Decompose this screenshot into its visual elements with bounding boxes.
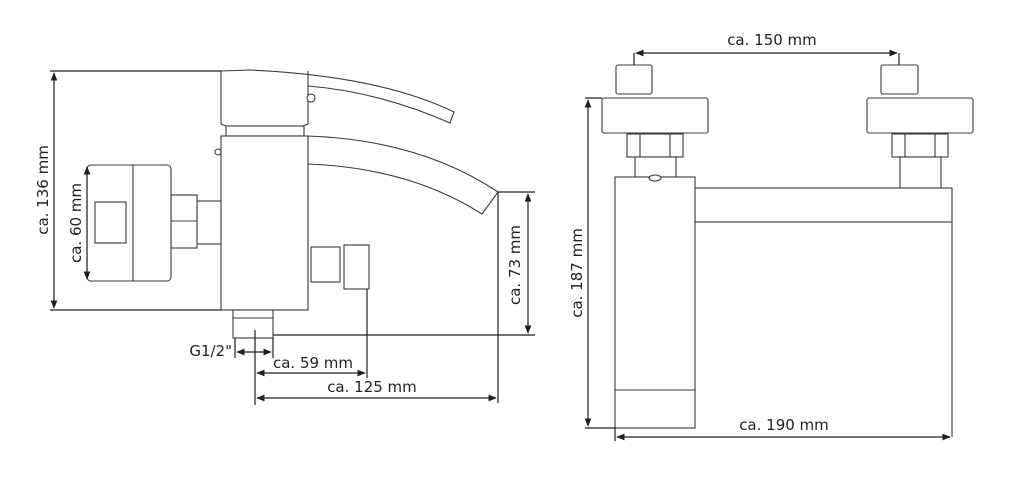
dim-distance-150: ca. 150 mm [727,31,817,49]
dim-height-73: ca. 73 mm [506,225,524,305]
thread-label: G1/2" [189,342,232,360]
right-nut [891,133,949,158]
side-view: ca. 136 mm ca. 60 mm ca. 73 mm G1/2" ca.… [34,69,535,405]
left-top-knob [615,64,653,95]
dim-height-187: ca. 187 mm [568,228,586,318]
mixer-body-front [614,176,696,429]
right-stem [899,156,942,189]
cross-arm [694,187,953,223]
diverter-knob [343,244,370,290]
mixer-body [220,135,309,311]
cartridge-stem [225,125,305,137]
dim-width-190: ca. 190 mm [739,416,829,434]
body-pin [214,148,222,156]
dim-depth-125: ca. 125 mm [327,378,417,396]
outlet-connector [232,309,274,339]
lever-handle [220,69,455,131]
left-connector [196,200,222,245]
dim-depth-59: ca. 59 mm [273,354,353,372]
spout [307,135,499,215]
dim-height-60: ca. 60 mm [67,183,85,263]
body-pin [648,174,662,182]
left-stem [634,156,677,178]
dim-height-136: ca. 136 mm [34,145,52,235]
front-view: ca. 150 mm ca. 187 mm ca. 190 mm [568,31,974,441]
right-disk [866,97,974,134]
knob-grip [94,201,127,244]
right-top-knob [880,64,919,95]
handle-screw [306,93,316,103]
left-disk [601,97,709,134]
diverter-nut [310,246,341,283]
left-nut [626,133,684,158]
